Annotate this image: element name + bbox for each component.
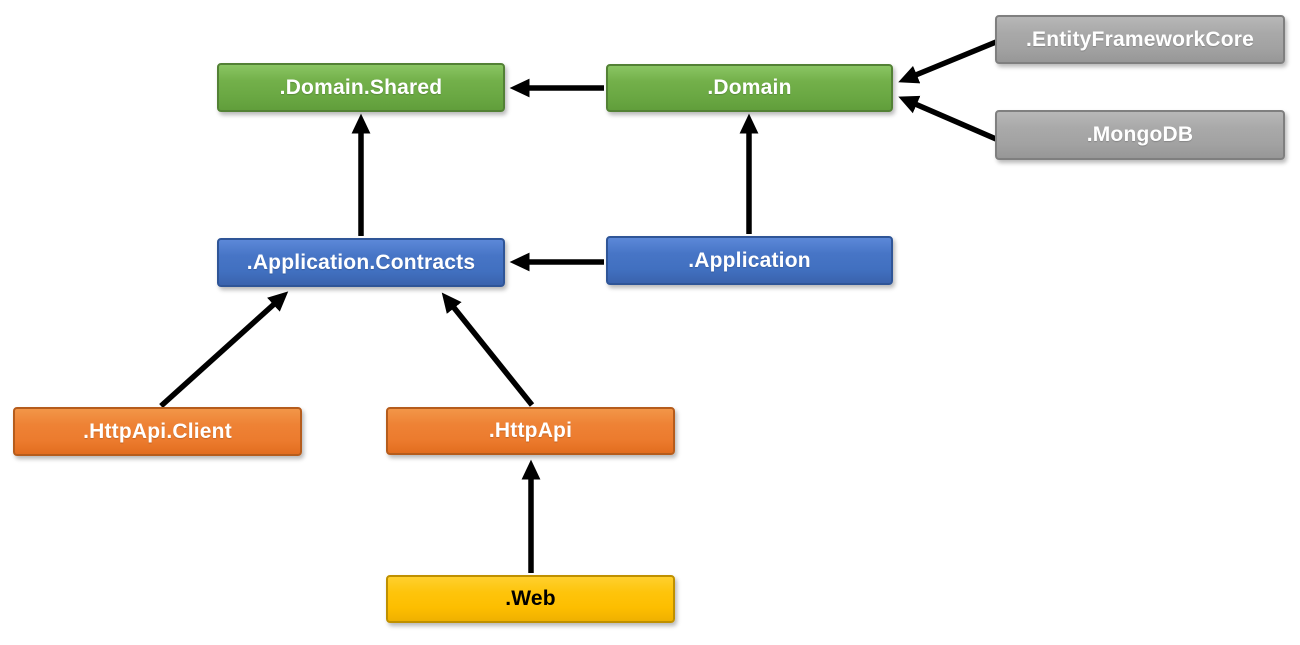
node-application-label: .Application	[688, 248, 811, 272]
arrow-http-api-client-to-application-contracts	[159, 291, 289, 409]
node-domain-shared: .Domain.Shared	[217, 63, 505, 112]
node-application-contracts: .Application.Contracts	[217, 238, 505, 287]
node-entity-framework-core: .EntityFrameworkCore	[995, 15, 1285, 64]
node-application: .Application	[606, 236, 893, 285]
node-http-api-label: .HttpApi	[488, 419, 573, 442]
node-web-label: .Web	[505, 587, 556, 610]
node-http-api: .HttpApi	[386, 407, 675, 455]
node-entity-framework-core-label: .EntityFrameworkCore	[1025, 27, 1255, 51]
node-mongodb-label: .MongoDB	[1086, 123, 1194, 146]
arrow-mongodb-to-domain	[898, 95, 998, 142]
node-http-api-client-label: .HttpApi.Client	[83, 419, 232, 443]
arrow-entity-framework-core-to-domain	[898, 39, 998, 84]
node-domain-shared-label: .Domain.Shared	[279, 75, 443, 99]
node-domain: .Domain	[606, 64, 893, 112]
node-web: .Web	[386, 575, 675, 623]
node-domain-label: .Domain	[707, 76, 792, 99]
node-application-contracts-label: .Application.Contracts	[246, 250, 476, 274]
node-mongodb: .MongoDB	[995, 110, 1285, 160]
arrow-http-api-to-application-contracts	[441, 292, 535, 407]
node-http-api-client: .HttpApi.Client	[13, 407, 302, 456]
